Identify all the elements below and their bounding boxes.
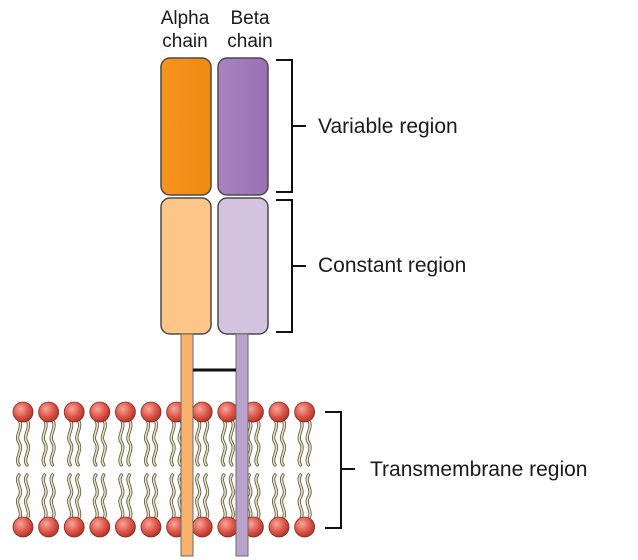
lipid-head — [89, 401, 111, 423]
lipid-tail — [101, 474, 107, 520]
lipid-head — [294, 401, 316, 423]
lipid-tail — [67, 474, 73, 520]
lipid-head — [268, 516, 290, 538]
variable-region-label: Variable region — [318, 115, 458, 138]
lipid-tail — [75, 419, 81, 466]
lipid-tail — [203, 419, 209, 466]
transmembrane-region-label: Transmembrane region — [370, 458, 588, 481]
lipid-tail — [50, 419, 55, 466]
beta-constant-domain — [217, 197, 269, 335]
lipid-tail — [306, 419, 311, 466]
lipid-head — [89, 516, 111, 538]
lipid-tail — [42, 419, 47, 466]
lipid-tail — [170, 419, 175, 466]
lipid-head — [38, 401, 59, 423]
lipid-tail — [170, 474, 175, 520]
beta-stalk — [235, 333, 249, 557]
lipid-head — [12, 401, 34, 423]
lipid-head — [115, 516, 136, 538]
lipid-head — [63, 401, 85, 423]
lipid-tail — [203, 474, 209, 520]
lipid-head — [38, 516, 59, 538]
lipid-tail — [42, 474, 47, 520]
lipid-tail — [195, 474, 201, 520]
lipid-bilayer — [12, 401, 316, 538]
lipid-head — [268, 401, 290, 423]
lipid-head — [140, 401, 162, 423]
lipid-tail — [298, 419, 303, 466]
lipid-tail — [221, 474, 227, 520]
lipid-tail — [306, 474, 311, 520]
svg-text:Alpha: Alpha — [161, 8, 210, 29]
alpha-variable-domain — [160, 57, 212, 196]
lipid-tail — [255, 419, 260, 466]
svg-text:Beta: Beta — [230, 8, 270, 29]
lipid-tail — [50, 474, 55, 520]
lipid-tail — [75, 474, 81, 520]
beta-variable-domain — [217, 57, 269, 196]
lipid-tail — [229, 419, 235, 466]
lipid-tail — [255, 474, 260, 520]
lipid-tail — [127, 419, 132, 466]
lipid-tail — [93, 419, 99, 466]
lipid-tail — [221, 419, 227, 466]
lipid-tail — [144, 474, 150, 520]
alpha-chain-label: Alpha chain — [161, 8, 210, 52]
alpha-stalk — [180, 333, 194, 557]
lipid-tail — [229, 474, 235, 520]
lipid-head — [12, 516, 34, 538]
lipid-tail — [119, 474, 124, 520]
beta-chain-label: Beta chain — [227, 8, 272, 52]
variable-region-bracket — [276, 59, 306, 193]
constant-region-label: Constant region — [318, 254, 466, 277]
lipid-tail — [272, 474, 278, 520]
svg-text:chain: chain — [162, 31, 207, 52]
lipid-tail — [119, 419, 124, 466]
lipid-tail — [16, 419, 22, 466]
lipid-head — [63, 516, 85, 538]
lipid-tail — [298, 474, 303, 520]
lipid-tail — [272, 419, 278, 466]
lipid-tail — [127, 474, 132, 520]
lipid-tail — [195, 419, 201, 466]
constant-region-bracket — [276, 199, 306, 333]
svg-text:chain: chain — [227, 31, 272, 52]
lipid-head — [115, 401, 136, 423]
lipid-tail — [93, 474, 99, 520]
transmembrane-region-bracket — [325, 411, 355, 529]
lipid-tail — [152, 419, 158, 466]
lipid-head — [191, 516, 213, 538]
lipid-tail — [144, 419, 150, 466]
lipid-tail — [280, 474, 286, 520]
lipid-tail — [280, 419, 286, 466]
alpha-constant-domain — [160, 197, 212, 335]
lipid-head — [191, 401, 213, 423]
lipid-head — [217, 401, 239, 423]
lipid-head — [140, 516, 162, 538]
lipid-tail — [16, 474, 22, 520]
lipid-head — [217, 516, 239, 538]
lipid-tail — [24, 474, 30, 520]
lipid-tail — [101, 419, 107, 466]
lipid-head — [294, 516, 316, 538]
lipid-tail — [67, 419, 73, 466]
lipid-tail — [24, 419, 30, 466]
lipid-tail — [152, 474, 158, 520]
